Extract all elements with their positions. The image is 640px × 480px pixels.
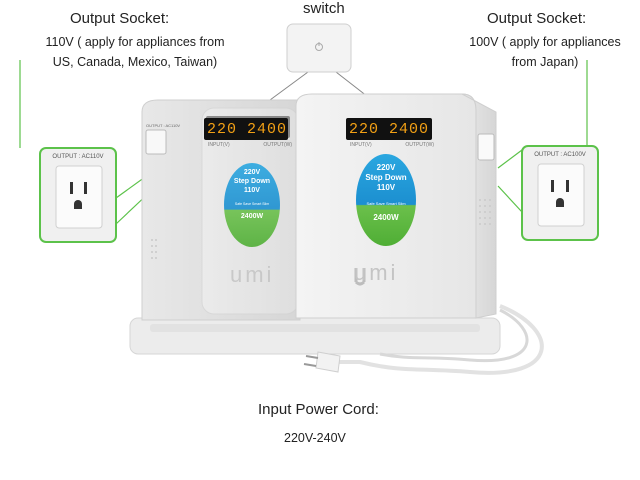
right-output-line1: 100V ( apply for appliances (469, 35, 621, 49)
right-output-desc: 100V ( apply for appliances from Japan) (450, 32, 640, 72)
back-io-labels: INPUT(V) OUTPUT(W) (208, 142, 292, 148)
front-badge-line3: 110V (376, 183, 396, 192)
left-socket-label: OUTPUT : AC110V (52, 154, 104, 160)
power-plug-icon (303, 351, 341, 373)
back-input-label: INPUT(V) (208, 142, 230, 148)
front-input-label: INPUT(V) (350, 142, 372, 148)
left-output-desc: 110V ( apply for appliances from US, Can… (40, 32, 230, 72)
switch-callout (286, 23, 352, 73)
front-display-output: 2400 (389, 121, 430, 138)
right-output-heading: Output Socket: (487, 10, 587, 27)
front-badge-text: 220V Step Down 110V Safe Save Smart Slim… (358, 163, 414, 223)
right-socket-slot-icon (551, 180, 554, 192)
left-output-line1: 110V ( apply for appliances from (45, 35, 225, 49)
front-display-input: 220 (349, 121, 380, 138)
converter-unit-back (141, 99, 301, 321)
back-display-output: 2400 (247, 121, 288, 138)
back-badge-text: 220V Step Down 110V Safe Save Smart Slim… (228, 168, 276, 221)
input-cord-heading: Input Power Cord: (258, 401, 379, 418)
back-umi-logo: umi (230, 262, 275, 287)
front-display-readout: 220 2400 (349, 121, 429, 138)
umi-logo-icon (354, 268, 366, 286)
back-badge-line3: 110V (244, 187, 260, 194)
right-socket-ground-icon (556, 198, 564, 207)
front-badge-watt: 2400W (373, 213, 399, 222)
display-front (346, 118, 432, 140)
left-socket-ground-icon (74, 200, 82, 209)
back-display-input: 220 (207, 121, 238, 138)
power-cord (330, 304, 544, 375)
back-side-label: OUTPUT : AC110V (146, 123, 181, 128)
front-umi-logo: umi (354, 260, 399, 285)
back-badge-line2: Step Down (233, 178, 271, 185)
front-output-label: OUTPUT(W) (405, 142, 434, 148)
right-socket-label: OUTPUT : AC100V (534, 152, 586, 158)
front-badge-line1: 220V (376, 163, 396, 172)
input-cord-voltage: 220V-240V (284, 431, 346, 445)
converter-unit-front (295, 93, 497, 319)
front-io-labels: INPUT(V) OUTPUT(W) (350, 142, 434, 148)
back-badge-sub: Safe Save Smart Slim (234, 202, 270, 206)
left-socket-slot-icon (70, 182, 73, 194)
back-badge-line1: 220V (243, 169, 261, 176)
back-badge-watt: 2400W (240, 213, 264, 220)
back-display-readout: 220 2400 (207, 121, 287, 138)
switch-label: switch (303, 0, 345, 17)
left-output-line2: US, Canada, Mexico, Taiwan) (52, 55, 218, 69)
back-output-label: OUTPUT(W) (263, 142, 292, 148)
converter-base (129, 317, 501, 355)
right-output-line2: from Japan) (511, 55, 579, 69)
front-badge-sub: Safe Save Smart Slim (366, 201, 406, 206)
front-badge-line2: Step Down (365, 173, 407, 182)
left-output-heading: Output Socket: (70, 10, 170, 27)
spec-badge (356, 154, 416, 246)
